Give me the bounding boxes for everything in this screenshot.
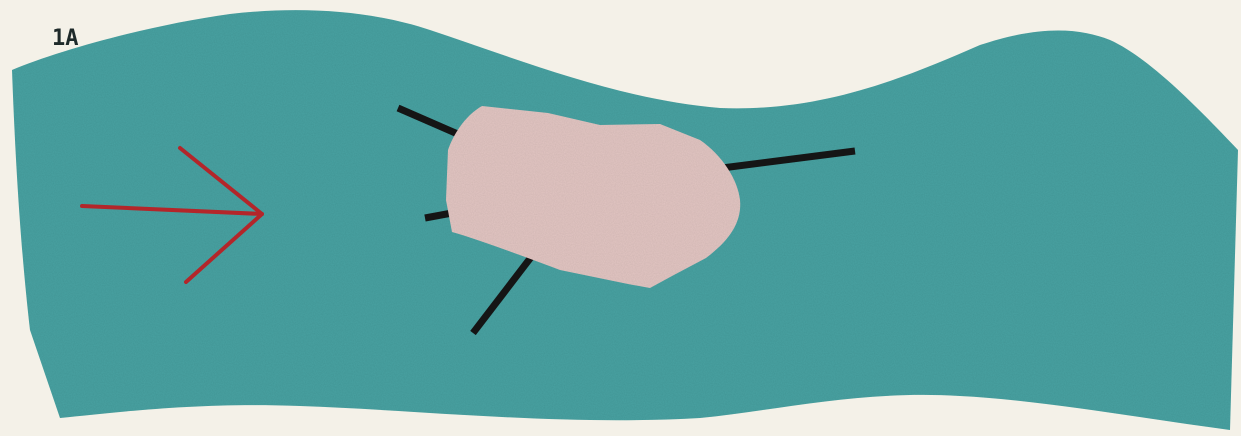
black-line-left [425,213,452,218]
figure-label: 1A [52,26,79,51]
